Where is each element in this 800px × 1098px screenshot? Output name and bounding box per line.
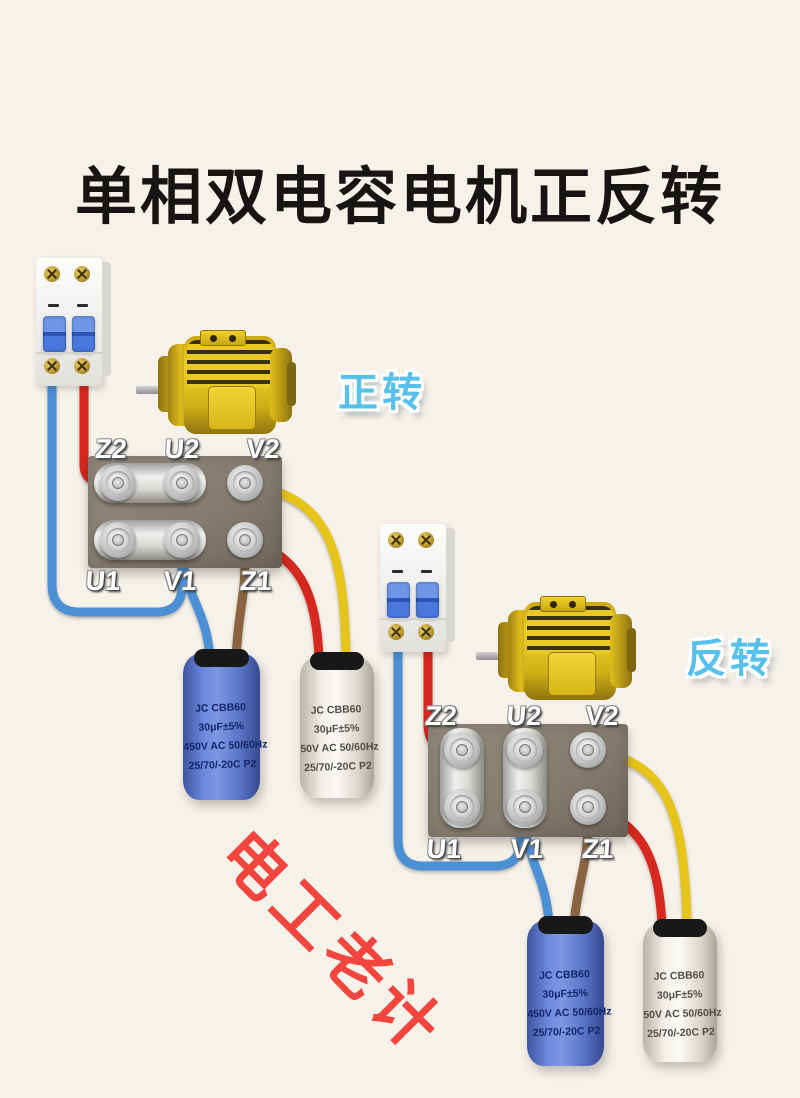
breaker-divider bbox=[36, 352, 102, 354]
terminal-label-u2: U2 bbox=[163, 434, 201, 464]
breaker-screw bbox=[388, 532, 404, 548]
breaker-switch[interactable] bbox=[43, 316, 66, 352]
terminal-label-u1: U1 bbox=[84, 566, 122, 596]
motor-endbell bbox=[270, 348, 292, 422]
circuit-breaker-forward bbox=[36, 258, 111, 386]
terminal-z1-reverse bbox=[570, 789, 606, 825]
breaker-screw bbox=[388, 624, 404, 640]
motor-reverse bbox=[476, 596, 636, 702]
run-capacitor-blue-forward: JC CBB60 30μF±5% 450V AC 50/60Hz 25/70/-… bbox=[183, 649, 268, 800]
motor-terminal-cover bbox=[548, 652, 596, 696]
breaker-divider bbox=[380, 618, 446, 620]
motor-endcap bbox=[287, 362, 296, 406]
breaker-indicator bbox=[392, 570, 403, 573]
breaker-indicator bbox=[77, 304, 88, 307]
breaker-screw bbox=[418, 532, 434, 548]
motor-endcap bbox=[627, 628, 636, 672]
terminal-u1-reverse bbox=[444, 789, 480, 825]
breaker-screw bbox=[44, 266, 60, 282]
page-title: 单相双电容电机正反转 bbox=[74, 163, 725, 232]
breaker-screw bbox=[44, 358, 60, 374]
terminal-label-v2: V2 bbox=[584, 701, 620, 731]
terminal-z2-forward bbox=[100, 465, 136, 501]
breaker-switch[interactable] bbox=[416, 582, 439, 618]
capacitor-label: JC CBB60 30μF±5% 50V AC 50/60Hz 25/70/-2… bbox=[300, 702, 379, 774]
terminal-v1-reverse bbox=[507, 789, 543, 825]
lug-hole bbox=[550, 601, 557, 608]
capacitor-label: JC CBB60 30μF±5% 450V AC 50/60Hz 25/70/-… bbox=[527, 968, 612, 1040]
start-capacitor-white-forward: JC CBB60 30μF±5% 50V AC 50/60Hz 25/70/-2… bbox=[300, 652, 379, 798]
terminal-z1-forward bbox=[227, 522, 263, 558]
forward-rotation-label: 正转 bbox=[338, 371, 426, 415]
breaker-switch[interactable] bbox=[72, 316, 95, 352]
breaker-side-face bbox=[102, 262, 111, 376]
motor-cooling-fins bbox=[187, 340, 273, 388]
terminal-label-z2: Z2 bbox=[424, 701, 458, 731]
motor-terminal-cover bbox=[208, 386, 256, 430]
terminal-label-z1: Z1 bbox=[239, 566, 273, 596]
terminal-z2-reverse bbox=[444, 732, 480, 768]
circuit-breaker-reverse bbox=[380, 524, 455, 652]
breaker-screw bbox=[74, 266, 90, 282]
capacitor-label: JC CBB60 30μF±5% 450V AC 50/60Hz 25/70/-… bbox=[183, 701, 268, 773]
breaker-indicator bbox=[48, 304, 59, 307]
motor-forward bbox=[136, 330, 296, 436]
start-capacitor-white-reverse: JC CBB60 30μF±5% 50V AC 50/60Hz 25/70/-2… bbox=[643, 919, 722, 1062]
terminal-v2-forward bbox=[227, 465, 263, 501]
terminal-v1-forward bbox=[164, 522, 200, 558]
breaker-screw bbox=[418, 624, 434, 640]
terminal-label-u1: U1 bbox=[425, 834, 463, 864]
terminal-label-v2: V2 bbox=[245, 434, 281, 464]
breaker-side-face bbox=[446, 528, 455, 642]
lug-hole bbox=[229, 335, 236, 342]
motor-endbell bbox=[610, 614, 632, 688]
motor-shaft bbox=[136, 386, 166, 394]
breaker-screw bbox=[74, 358, 90, 374]
motor-lifting-lug bbox=[200, 330, 246, 346]
wire-neutral-blue-forward bbox=[47, 373, 187, 617]
run-capacitor-blue-reverse: JC CBB60 30μF±5% 450V AC 50/60Hz 25/70/-… bbox=[527, 916, 612, 1066]
terminal-label-u2: U2 bbox=[505, 701, 543, 731]
breaker-indicator bbox=[421, 570, 432, 573]
wire-neutral-blue-reverse bbox=[393, 641, 525, 871]
terminal-label-v1: V1 bbox=[509, 834, 545, 864]
terminal-u2-reverse bbox=[507, 732, 543, 768]
terminal-label-v1: V1 bbox=[162, 566, 198, 596]
terminal-label-z2: Z2 bbox=[94, 434, 128, 464]
breaker-switch[interactable] bbox=[387, 582, 410, 618]
motor-cooling-fins bbox=[527, 606, 613, 654]
reverse-rotation-label: 反转 bbox=[686, 637, 774, 681]
lug-hole bbox=[569, 601, 576, 608]
terminal-u1-forward bbox=[100, 522, 136, 558]
capacitor-label: JC CBB60 30μF±5% 50V AC 50/60Hz 25/70/-2… bbox=[643, 968, 722, 1040]
terminal-label-z1: Z1 bbox=[581, 834, 615, 864]
lug-hole bbox=[210, 335, 217, 342]
motor-lifting-lug bbox=[540, 596, 586, 612]
terminal-v2-reverse bbox=[570, 732, 606, 768]
motor-shaft bbox=[476, 652, 506, 660]
terminal-u2-forward bbox=[164, 465, 200, 501]
